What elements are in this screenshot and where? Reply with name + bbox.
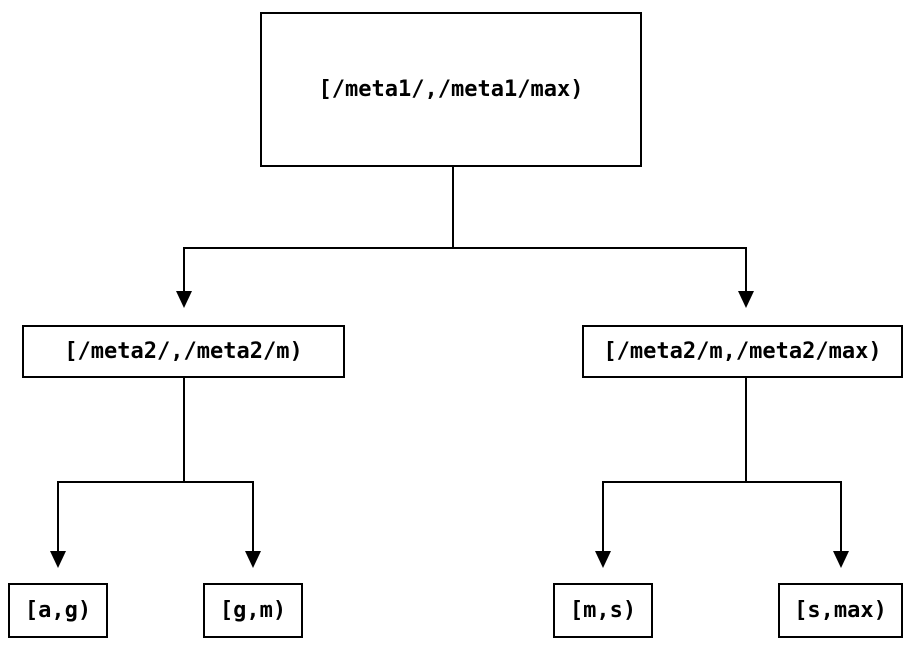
tree-node-label: [m,s) [569,598,637,623]
tree-node-label: [g,m) [219,598,287,623]
tree-leaf-s-max: [s,max) [778,583,903,638]
arrowhead-icon [176,291,192,308]
tree-node-label: [/meta2/m,/meta2/max) [603,339,882,364]
tree-node-label: [s,max) [794,598,887,623]
tree-node-label: [a,g) [24,598,92,623]
tree-node-label: [/meta2/,/meta2/m) [64,339,303,364]
tree-leaf-m-s: [m,s) [553,583,653,638]
arrowhead-icon [595,551,611,568]
tree-node-left-child: [/meta2/,/meta2/m) [22,325,345,378]
tree-node-right-child: [/meta2/m,/meta2/max) [582,325,903,378]
arrowhead-icon [245,551,261,568]
tree-leaf-a-g: [a,g) [8,583,108,638]
tree-node-label: [/meta1/,/meta1/max) [318,77,584,102]
arrowhead-icon [833,551,849,568]
arrowhead-icon [738,291,754,308]
tree-leaf-g-m: [g,m) [203,583,303,638]
arrowhead-icon [50,551,66,568]
tree-node-root: [/meta1/,/meta1/max) [260,12,642,167]
